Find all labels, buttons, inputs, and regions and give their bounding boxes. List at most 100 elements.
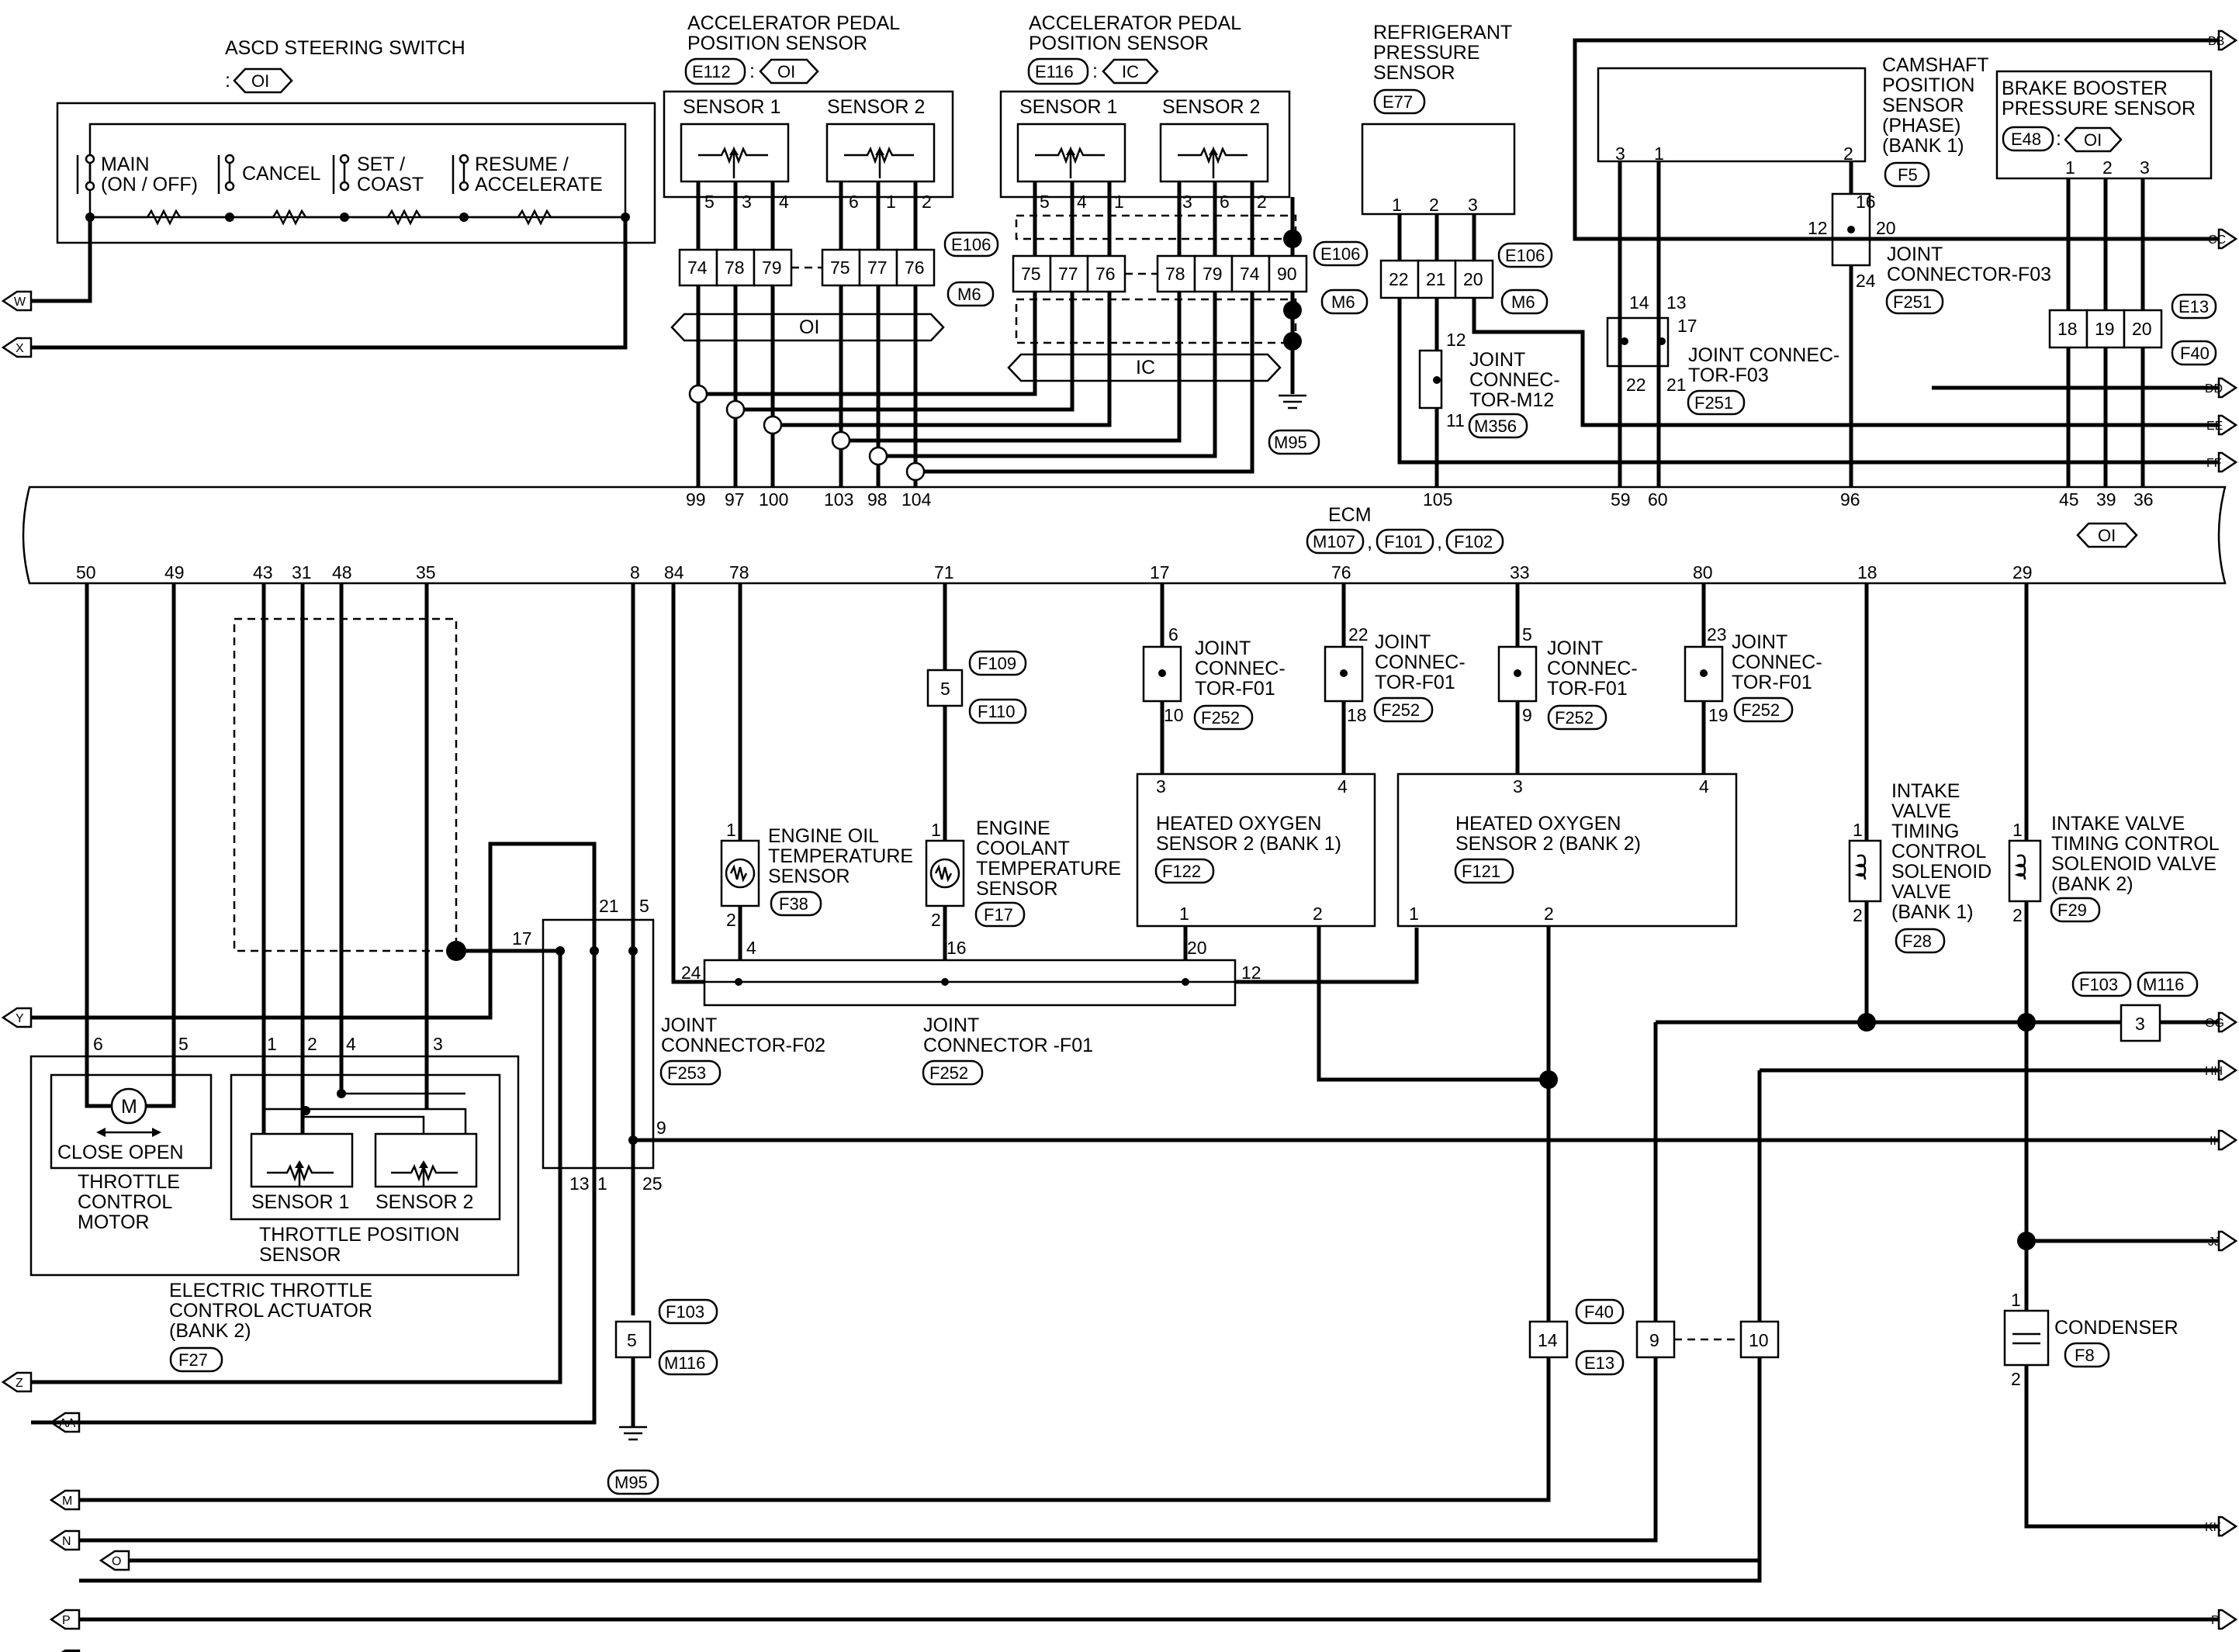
svg-text:BB: BB: [2208, 35, 2224, 48]
motor-title-3: MOTOR: [78, 1211, 150, 1233]
svg-text:33: 33: [1510, 562, 1530, 582]
svg-text:N: N: [62, 1535, 71, 1548]
conn-e13-top: E13: [2178, 297, 2209, 316]
ascd-steering-switch: ASCD STEERING SWITCH : OI MAIN (ON / OFF…: [31, 37, 656, 350]
conn-m6-b: M6: [1331, 292, 1355, 312]
svg-text:3: 3: [2135, 1014, 2145, 1034]
apps2-tag: IC: [1122, 62, 1139, 81]
ecm-block: ECM M107 , F101 , F102 OI: [22, 486, 2227, 585]
svg-text:20: 20: [2132, 319, 2152, 339]
svg-text:22: 22: [1348, 624, 1369, 645]
conn-e106-a: E106: [951, 235, 991, 254]
throttle-wires: [85, 583, 429, 1134]
svg-text:1: 1: [726, 820, 736, 840]
cam-conn: F5: [1898, 165, 1918, 185]
jc-f03a-conn: F251: [1694, 393, 1733, 413]
svg-text:2: 2: [2011, 1369, 2021, 1389]
cam-title-2: POSITION: [1882, 74, 1974, 96]
conn-e106-b: E106: [1320, 244, 1360, 264]
svg-text:71: 71: [934, 562, 954, 582]
conn-m95-top: M95: [1274, 433, 1307, 452]
svg-text:Y: Y: [16, 1012, 24, 1025]
left-arrows: W X Y Z AA M N O P: [1, 290, 130, 1652]
svg-text:2: 2: [1429, 195, 1439, 215]
svg-text:21: 21: [1426, 269, 1446, 289]
ho2-1-title-2: SENSOR 2 (BANK 1): [1156, 833, 1341, 855]
conn-f40-top: F40: [2180, 344, 2210, 363]
svg-text::: :: [2056, 128, 2061, 150]
svg-text:TOR-F01: TOR-F01: [1547, 678, 1628, 700]
ivt-solenoid-bank2: 12 INTAKE VALVE TIMING CONTROL SOLENOID …: [2008, 813, 2220, 925]
svg-text:1: 1: [1654, 143, 1664, 164]
svg-text:96: 96: [1840, 489, 1860, 510]
apps1-title-2: POSITION SENSOR: [687, 33, 867, 54]
apps-sensor-e116: ACCELERATOR PEDAL POSITION SENSOR E116 :…: [999, 12, 1369, 382]
f103-connector-left: 5 F103 M116 M95: [607, 1298, 718, 1495]
refrig-title: REFRIGERANT: [1373, 22, 1512, 43]
motor-symbol: M: [121, 1096, 137, 1118]
svg-text:12: 12: [1808, 218, 1828, 238]
conn-m6-c: M6: [1511, 292, 1535, 312]
sw-set-label-2: COAST: [357, 174, 424, 195]
svg-text:2: 2: [922, 192, 932, 212]
svg-text:77: 77: [867, 257, 888, 278]
jc-f03b-title-2: CONNECTOR-F03: [1887, 264, 2051, 285]
tps-title-2: SENSOR: [259, 1244, 341, 1266]
conn-f103-left: F103: [666, 1302, 704, 1322]
svg-text:1: 1: [2011, 1290, 2021, 1310]
ivt2-conn: F29: [2057, 900, 2087, 920]
svg-text:76: 76: [1095, 264, 1116, 284]
svg-text:II: II: [2210, 1135, 2217, 1148]
svg-text:TIMING: TIMING: [1891, 821, 1960, 842]
jc-f02-conn: F253: [667, 1063, 706, 1083]
cam-title-4: (PHASE): [1882, 115, 1960, 137]
svg-text:5: 5: [1522, 624, 1532, 645]
svg-text:5: 5: [1040, 192, 1050, 212]
svg-text:1: 1: [597, 1173, 607, 1194]
svg-text:19: 19: [1708, 705, 1729, 725]
sw-resume-label: RESUME /: [475, 154, 569, 175]
svg-text:HH: HH: [2205, 1065, 2223, 1078]
svg-text:2: 2: [2102, 157, 2113, 178]
svg-text:20: 20: [1876, 218, 1896, 238]
svg-text:JOINT: JOINT: [1375, 631, 1431, 653]
engine-coolant-temp-sensor: 5 F109 F110 12 ENGINE COOLANT TEMPERATUR…: [925, 583, 1121, 960]
svg-text:1: 1: [1853, 820, 1863, 840]
tps-s2: SENSOR 2: [375, 1191, 473, 1213]
svg-text:1: 1: [1114, 192, 1124, 212]
svg-text:78: 78: [1165, 264, 1185, 284]
svg-text:2: 2: [1843, 143, 1853, 164]
svg-text:F252: F252: [1381, 700, 1420, 720]
conn-m116-right: M116: [2143, 975, 2184, 994]
svg-text:76: 76: [1331, 562, 1351, 582]
svg-text:3: 3: [2140, 157, 2150, 178]
cam-title: CAMSHAFT: [1882, 54, 1989, 76]
refrig-wires: [1397, 214, 2219, 487]
eot-title-3: SENSOR: [768, 866, 850, 887]
svg-text:CONNEC-: CONNEC-: [1375, 651, 1466, 673]
apps1-title: ACCELERATOR PEDAL: [687, 12, 900, 34]
svg-text:F252: F252: [1201, 708, 1240, 728]
svg-text:P: P: [2211, 1614, 2220, 1627]
ascd-tag: OI: [251, 71, 269, 91]
svg-text:17: 17: [512, 928, 532, 949]
svg-text:JOINT: JOINT: [1732, 631, 1787, 653]
ecm-conn-m107: M107: [1313, 532, 1355, 551]
svg-text:Z: Z: [16, 1377, 23, 1390]
cam-title-5: (BANK 1): [1882, 135, 1964, 157]
apps2-s1: SENSOR 1: [1019, 96, 1117, 118]
tps-s1: SENSOR 1: [251, 1191, 349, 1213]
svg-text:22: 22: [1389, 269, 1409, 289]
apps-sensor-e112: ACCELERATOR PEDAL POSITION SENSOR E112 :…: [663, 12, 999, 342]
svg-text:JOINT: JOINT: [1547, 638, 1603, 659]
eot-title: ENGINE OIL: [768, 825, 879, 847]
svg-text:F252: F252: [1555, 708, 1594, 728]
svg-text:43: 43: [253, 562, 273, 582]
svg-text:22: 22: [1626, 375, 1646, 395]
svg-text:1: 1: [1179, 904, 1189, 924]
svg-text:77: 77: [1058, 264, 1078, 284]
svg-text:17: 17: [1150, 562, 1170, 582]
svg-text:74: 74: [687, 257, 708, 278]
